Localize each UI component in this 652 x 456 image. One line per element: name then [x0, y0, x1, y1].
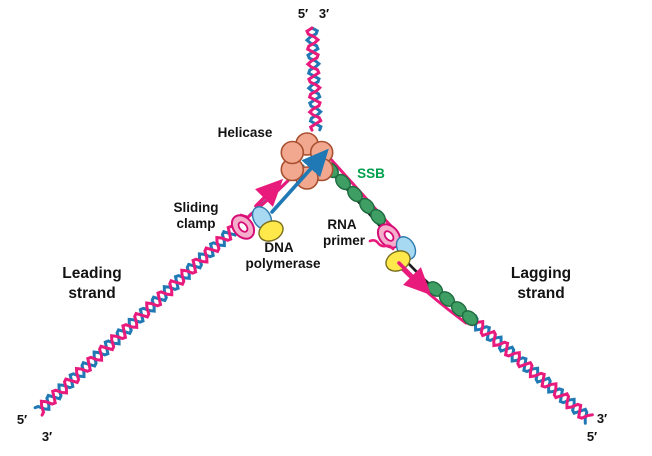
label-lagging-strand-line1: Lagging — [511, 265, 571, 282]
label-dna-polymerase-line1: DNA — [264, 240, 293, 255]
helicase-complex — [280, 132, 334, 190]
label-leading-5prime: 5′ — [17, 412, 27, 427]
lagging-synthesis-arrow — [397, 261, 432, 296]
label-leading-strand-line1: Leading — [62, 265, 121, 282]
ssb-protein — [461, 310, 479, 326]
label-lagging-3prime: 3′ — [597, 411, 607, 426]
label-lagging-5prime: 5′ — [587, 429, 597, 444]
label-leading-strand-line2: strand — [68, 285, 115, 302]
ssb-proteins-lower — [426, 281, 479, 326]
label-sliding-clamp-line1: Sliding — [174, 200, 219, 215]
dna-helices — [33, 26, 594, 425]
label-ssb: SSB — [357, 166, 385, 181]
sliding-clamp-lagging — [376, 223, 402, 249]
label-rna-primer-line2: primer — [323, 233, 366, 248]
rna-primer-squiggle — [368, 239, 395, 251]
label-lagging-strand-line2: strand — [517, 285, 564, 302]
label-sliding-clamp-line2: clamp — [176, 216, 215, 231]
label-parental-3prime: 3′ — [319, 6, 329, 21]
parental-duplex-blue-strand — [304, 26, 323, 132]
dna-polymerase-leading — [251, 206, 284, 242]
label-helicase: Helicase — [218, 125, 273, 140]
clamp-hole — [383, 230, 395, 242]
leading-synthesis-arrow — [270, 148, 329, 214]
sliding-clamp-leading — [230, 214, 256, 240]
parental-duplex-pink-strand — [305, 26, 323, 132]
lagging-duplex-pink-strand — [467, 316, 594, 420]
polymerase-yellow-lobe — [258, 220, 284, 242]
helicase-subunit — [280, 140, 305, 165]
ssb-protein — [370, 208, 386, 226]
leading-duplex-pink-strand — [39, 213, 249, 417]
label-dna-polymerase-line2: polymerase — [245, 256, 321, 271]
lagging-duplex-blue-strand — [468, 314, 589, 425]
clamp-hole — [237, 221, 249, 233]
label-rna-primer-line1: RNA — [327, 217, 356, 232]
clamp-direction-arrow — [254, 178, 284, 208]
label-parental-5prime: 5′ — [298, 6, 308, 21]
label-leading-3prime: 3′ — [42, 429, 52, 444]
